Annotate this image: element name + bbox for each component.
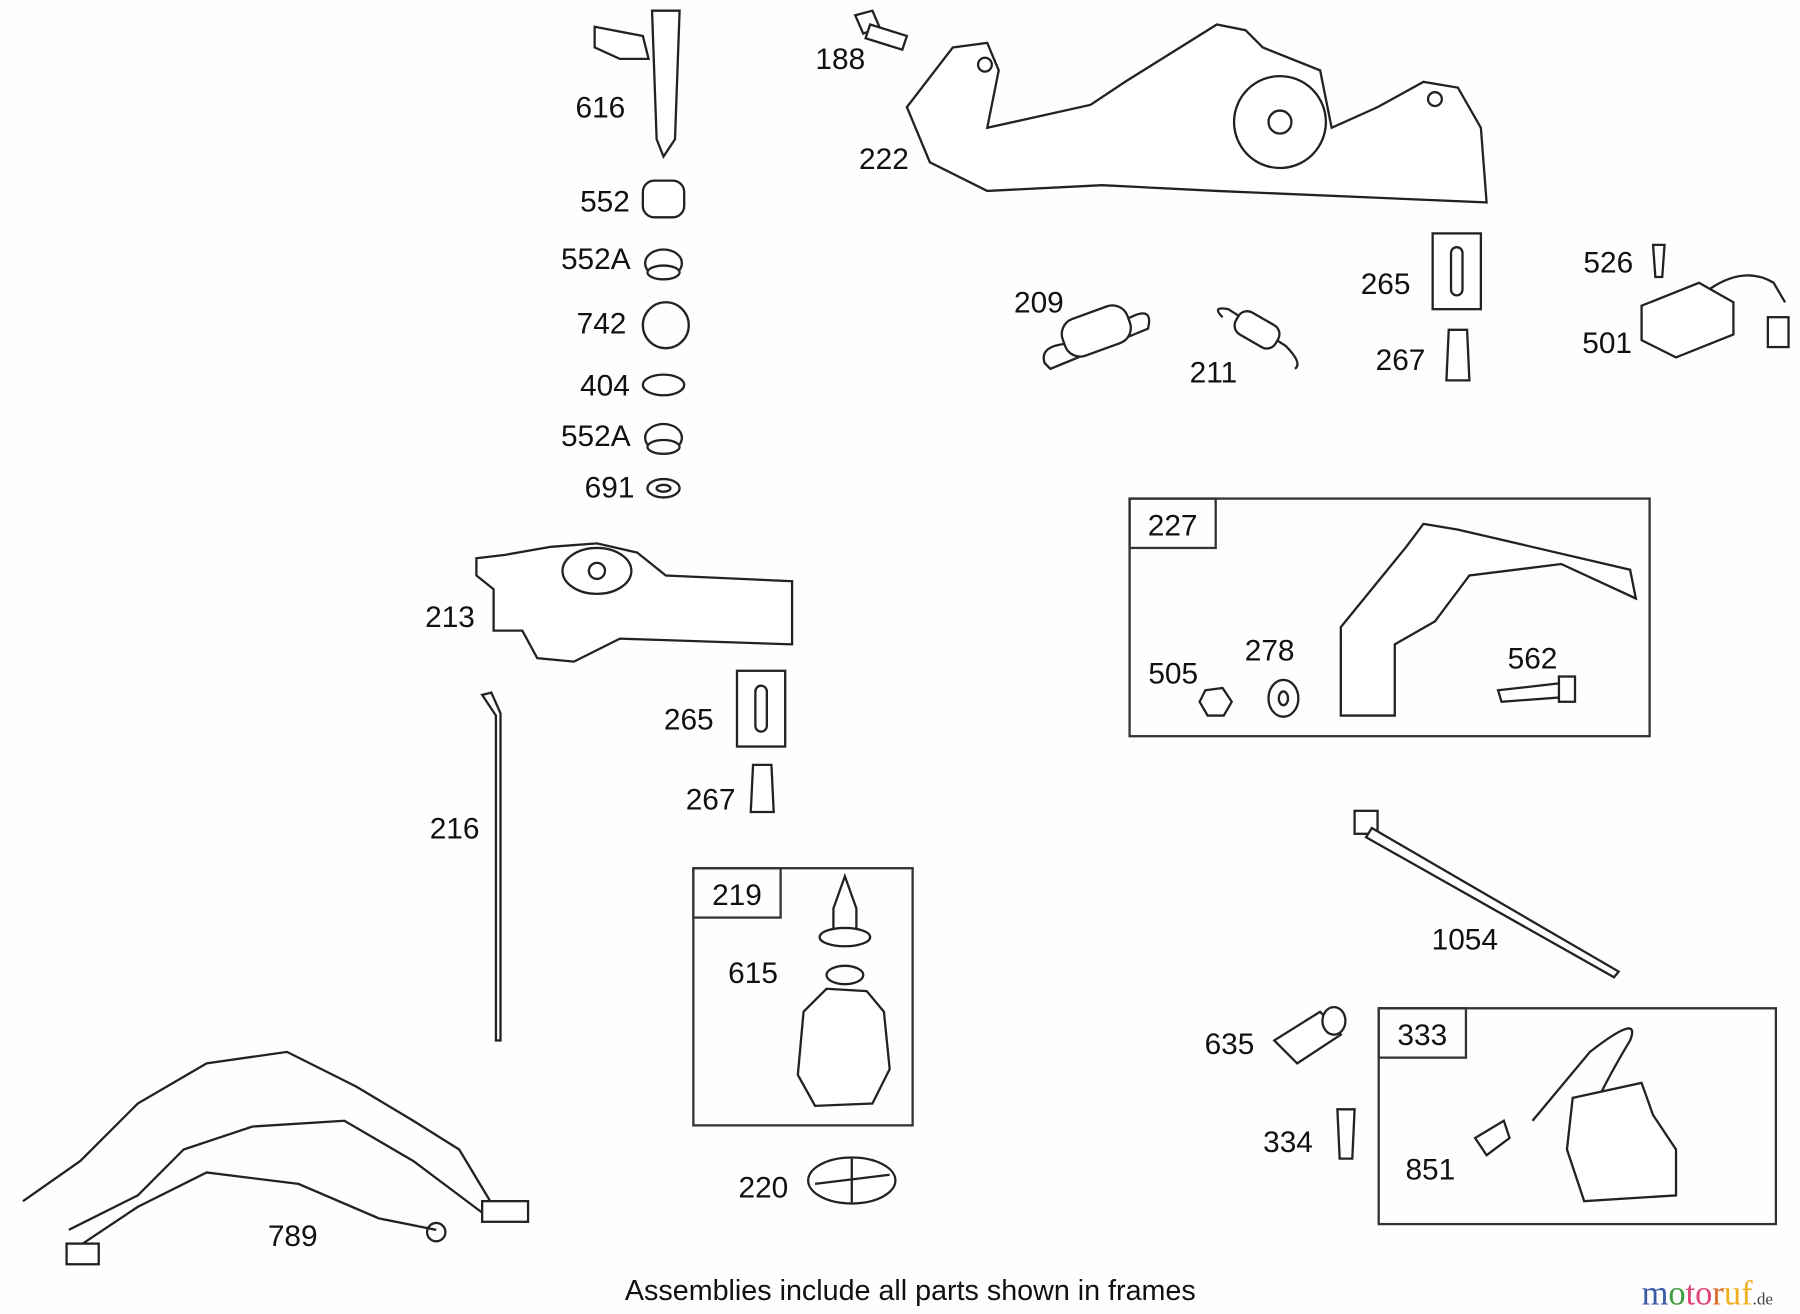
assembly-frame-333: 333 bbox=[1377, 1007, 1778, 1226]
assembly-frame-227: 227 bbox=[1128, 497, 1651, 738]
part-label-267: 267 bbox=[1376, 344, 1426, 377]
part-label-188: 188 bbox=[815, 43, 865, 76]
part-label-552A: 552A bbox=[561, 420, 631, 453]
part-label-278: 278 bbox=[1245, 634, 1295, 667]
part-label-615: 615 bbox=[728, 957, 778, 990]
part-label-552: 552 bbox=[580, 186, 630, 219]
part-label-267: 267 bbox=[686, 784, 736, 817]
part-label-616: 616 bbox=[575, 91, 625, 124]
frame-border bbox=[1377, 1007, 1778, 1226]
part-label-213: 213 bbox=[425, 601, 475, 634]
assembly-frames: 227 219 333 bbox=[692, 497, 1778, 1226]
part-label-1054: 1054 bbox=[1432, 924, 1498, 957]
part-label-635: 635 bbox=[1205, 1028, 1255, 1061]
part-labels: 616 188 222 552 552A 742 404 552A 691 209 211 265 26… bbox=[268, 43, 1633, 1253]
part-label-265: 265 bbox=[1361, 268, 1411, 301]
frame-label-box bbox=[1128, 497, 1217, 550]
assembly-frame-219: 219 bbox=[692, 867, 914, 1127]
part-label-851: 851 bbox=[1405, 1153, 1455, 1186]
part-label-222: 222 bbox=[859, 143, 909, 176]
part-label-404: 404 bbox=[580, 369, 630, 402]
part-label-216: 216 bbox=[430, 812, 480, 845]
part-label-742: 742 bbox=[577, 307, 627, 340]
watermark-logo: motoruf.de bbox=[1642, 1274, 1774, 1312]
part-label-505: 505 bbox=[1148, 657, 1198, 690]
part-label-220: 220 bbox=[739, 1172, 789, 1205]
part-label-211: 211 bbox=[1190, 357, 1238, 390]
part-drawings bbox=[22, 9, 1790, 1266]
frame-label: 219 bbox=[712, 879, 762, 912]
frame-border bbox=[692, 867, 914, 1127]
part-label-501: 501 bbox=[1582, 327, 1632, 360]
frame-border bbox=[1128, 497, 1651, 738]
part-label-691: 691 bbox=[585, 471, 635, 504]
part-label-552A: 552A bbox=[561, 243, 631, 276]
frame-label-box bbox=[692, 867, 782, 919]
frame-label-box bbox=[1377, 1007, 1468, 1059]
diagram-caption: Assemblies include all parts shown in fr… bbox=[625, 1275, 1196, 1307]
frame-label: 227 bbox=[1148, 509, 1198, 542]
part-label-562: 562 bbox=[1508, 642, 1558, 675]
part-label-789: 789 bbox=[268, 1220, 318, 1253]
part-label-209: 209 bbox=[1014, 287, 1064, 320]
part-label-526: 526 bbox=[1583, 246, 1633, 279]
part-label-265: 265 bbox=[664, 703, 714, 736]
frame-label: 333 bbox=[1397, 1019, 1447, 1052]
part-label-334: 334 bbox=[1263, 1126, 1313, 1159]
